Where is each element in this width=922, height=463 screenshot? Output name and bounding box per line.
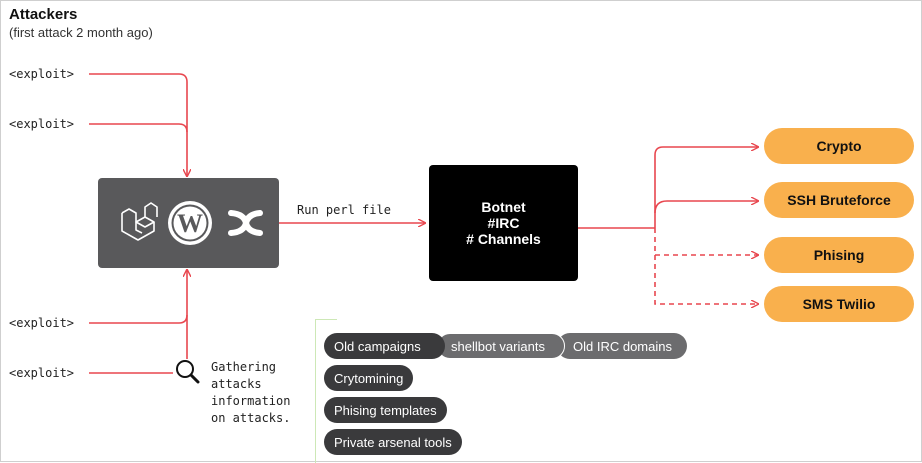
tag-old-campaigns: Old campaigns [324, 333, 445, 359]
gathering-line-2: attacks [211, 377, 262, 391]
wire-exploit-3 [89, 270, 187, 324]
tag-private-arsenal-tools: Private arsenal tools [324, 429, 462, 455]
wire-to-sms [654, 255, 758, 304]
exploit-label-3: <exploit> [9, 316, 75, 330]
gathering-line-4: on attacks. [211, 411, 291, 425]
target-ssh-bruteforce: SSH Bruteforce [764, 182, 914, 218]
diagram-title: Attackers [9, 6, 78, 23]
wire-to-crypto [654, 147, 758, 228]
wire-to-ssh [654, 201, 758, 214]
exploit-label-2: <exploit> [9, 117, 75, 131]
wire-exploit-1 [89, 73, 187, 176]
exploit-label-1: <exploit> [9, 67, 75, 81]
wordpress-icon: W [168, 201, 212, 245]
tags-divider-vertical [315, 319, 316, 463]
gathering-line-3: information [211, 394, 291, 408]
gathering-line-1: Gathering [211, 360, 277, 374]
target-sms-twilio: SMS Twilio [764, 286, 914, 322]
diagram-subtitle: (first attack 2 month ago) [9, 25, 153, 40]
botnet-box: Botnet #IRC # Channels [429, 165, 578, 281]
wire-to-phising [654, 228, 758, 255]
confluence-icon [228, 210, 263, 236]
tag-crytomining: Crytomining [324, 365, 414, 391]
wire-exploit-2 [89, 123, 188, 133]
laravel-icon [121, 202, 158, 241]
magnifier-icon [176, 360, 200, 384]
exploit-label-4: <exploit> [9, 366, 75, 380]
cms-targets-box: W [98, 178, 279, 268]
gathering-label: Gathering attacks information on attacks… [211, 359, 290, 427]
tag-phising-templates: Phising templates [324, 397, 447, 423]
tag-old-irc-domains: Old IRC domains [557, 333, 687, 359]
svg-text:W: W [177, 209, 203, 238]
botnet-line-3: # Channels [466, 231, 541, 247]
tag-shellbot-variants: shellbot variants [437, 333, 565, 359]
botnet-line-2: #IRC [487, 215, 520, 231]
botnet-line-1: Botnet [481, 199, 526, 215]
tags-divider-horizontal [315, 319, 337, 320]
target-phising: Phising [764, 237, 914, 273]
target-crypto: Crypto [764, 128, 914, 164]
run-perl-label: Run perl file [297, 203, 391, 217]
